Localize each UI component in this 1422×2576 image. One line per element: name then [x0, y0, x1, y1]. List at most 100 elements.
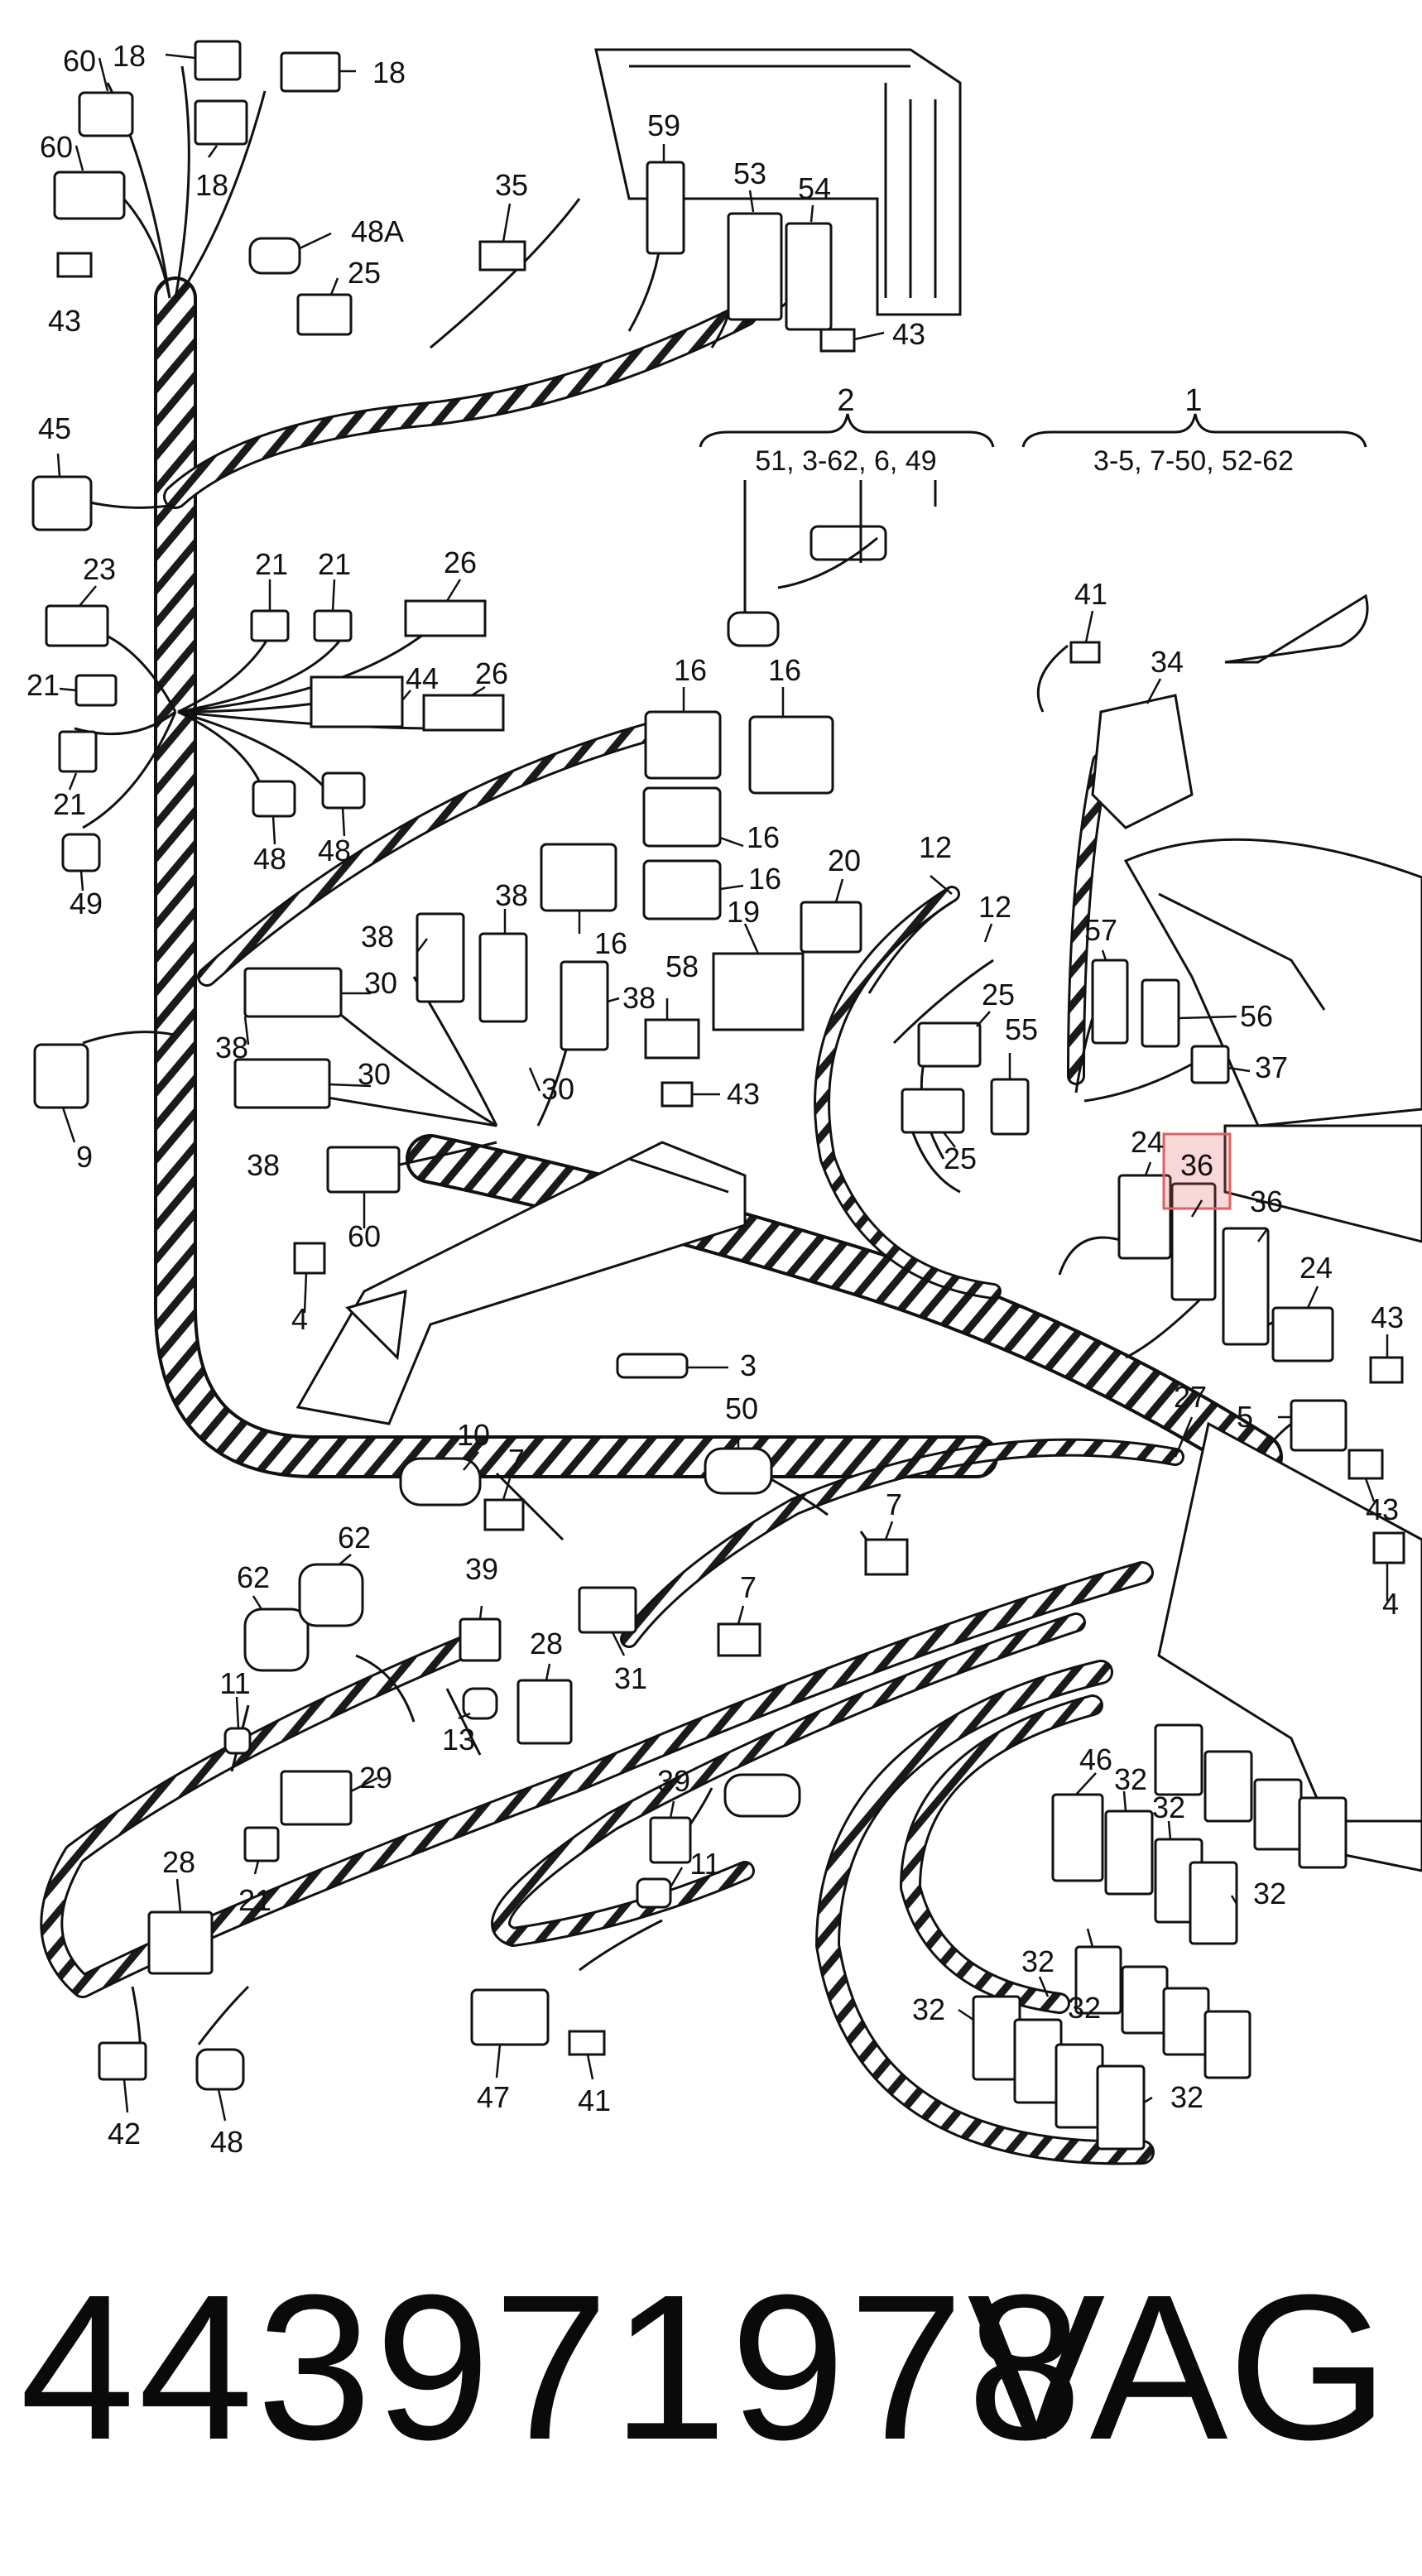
callout: 4 — [1382, 1587, 1399, 1621]
connector-32-i — [1013, 2018, 1063, 2104]
connector-60-top — [78, 91, 134, 137]
connector-32-o — [1203, 2010, 1251, 2079]
connector-25-top — [296, 293, 353, 336]
connector-7-c — [717, 1622, 761, 1657]
callout: 12 — [919, 830, 952, 864]
callout: 21 — [53, 787, 86, 821]
clip-4-b — [1372, 1531, 1405, 1564]
callout: 44 — [406, 661, 439, 695]
connector-60-mid — [53, 171, 126, 220]
callout: 30 — [541, 1072, 574, 1106]
callout: 7 — [740, 1570, 757, 1604]
callout: 32 — [1253, 1877, 1286, 1910]
group-header-2: 2 51, 3-62, 6, 49 — [755, 383, 936, 477]
callout: 53 — [733, 156, 766, 190]
callout: 30 — [364, 966, 397, 1000]
callout: 32 — [1114, 1762, 1147, 1796]
callout: 26 — [475, 656, 508, 690]
harness-trunks — [40, 276, 1283, 2165]
callout: 55 — [1005, 1012, 1038, 1046]
callout: 28 — [162, 1845, 195, 1879]
connector-53 — [727, 212, 783, 321]
callout: 38 — [247, 1148, 280, 1182]
connector-34 — [1091, 694, 1194, 829]
connector-21-e — [243, 1826, 280, 1862]
connector-36-b — [1222, 1227, 1270, 1346]
callout: 46 — [1079, 1742, 1112, 1776]
relay-20 — [800, 901, 862, 954]
switch-11-b — [636, 1877, 672, 1909]
group-header-1: 1 3-5, 7-50, 52-62 — [1093, 383, 1294, 477]
callout: 56 — [1240, 999, 1273, 1033]
callout: 39 — [657, 1764, 690, 1798]
connector-21-c — [74, 674, 118, 707]
callout: 42 — [108, 2117, 141, 2151]
callout: 21 — [238, 1883, 271, 1917]
callout: 29 — [359, 1761, 392, 1795]
callout: 41 — [578, 2083, 611, 2117]
fuse-holder-10 — [399, 1457, 482, 1507]
connector-62-b — [298, 1563, 364, 1627]
callout: 10 — [457, 1418, 490, 1452]
group-brackets — [699, 413, 1367, 613]
callout: 32 — [1170, 2080, 1203, 2114]
bulb-socket-51 — [727, 611, 780, 647]
callout: 19 — [727, 895, 760, 929]
callout: 4 — [291, 1302, 308, 1336]
connector-46 — [1051, 1793, 1104, 1882]
connector-48A — [248, 237, 301, 275]
connector-16-e — [540, 843, 617, 912]
cable-tie-3 — [616, 1353, 689, 1379]
callout: 11 — [689, 1847, 720, 1881]
connector-5 — [1290, 1399, 1348, 1452]
connector-32-h — [972, 1995, 1021, 2081]
connector-32-m — [1121, 1965, 1169, 2035]
callout: 32 — [912, 1992, 945, 2026]
connector-43-d — [1369, 1356, 1404, 1384]
relay-base-12 — [809, 525, 887, 561]
callout: 38 — [495, 878, 528, 912]
callout: 58 — [665, 949, 699, 983]
callout: 50 — [725, 1391, 758, 1425]
connector-26-b — [422, 694, 505, 732]
callout: 18 — [113, 39, 146, 73]
callout: 49 — [70, 887, 103, 920]
connector-21-a — [250, 609, 290, 642]
connector-41-top — [1069, 641, 1101, 664]
relay-19 — [712, 952, 805, 1031]
callout: 12 — [978, 890, 1011, 924]
connector-43-e — [1348, 1449, 1384, 1480]
connector-41-bottom — [568, 2030, 606, 2056]
callout: 5 — [1237, 1400, 1253, 1434]
callout: 43 — [1371, 1300, 1404, 1334]
callout: 62 — [237, 1560, 270, 1594]
connector-18-b — [280, 51, 341, 93]
connector-29 — [280, 1770, 353, 1826]
connector-25-c — [901, 1088, 965, 1134]
connector-60-bottom — [326, 1146, 401, 1194]
connector-42 — [98, 2041, 147, 2081]
callout: 21 — [318, 547, 351, 581]
callout: 32 — [1068, 1991, 1101, 2025]
connector-21-b — [313, 609, 353, 642]
connector-7-a — [483, 1498, 525, 1531]
connector-32-l — [1074, 1945, 1122, 2015]
connector-62-a — [243, 1608, 310, 1672]
callout: 3 — [740, 1348, 757, 1382]
lamp-holder — [1224, 594, 1369, 664]
connector-21-d — [58, 730, 98, 773]
callout: 48 — [210, 2125, 243, 2159]
callout: 35 — [495, 168, 528, 202]
callout: 43 — [48, 304, 81, 338]
callout: 38 — [215, 1031, 248, 1065]
connector-55 — [990, 1078, 1030, 1136]
callout: 37 — [1255, 1050, 1288, 1084]
callout: 28 — [530, 1627, 563, 1660]
connector-45 — [31, 475, 93, 531]
callout: 54 — [798, 171, 831, 205]
connector-47 — [470, 1988, 550, 2046]
callout-labels: 60 18 18 60 18 43 48A 25 35 59 53 54 43 … — [26, 39, 1404, 2159]
callout: 57 — [1084, 913, 1117, 947]
callout: 9 — [76, 1140, 93, 1174]
connector-44 — [310, 675, 404, 728]
